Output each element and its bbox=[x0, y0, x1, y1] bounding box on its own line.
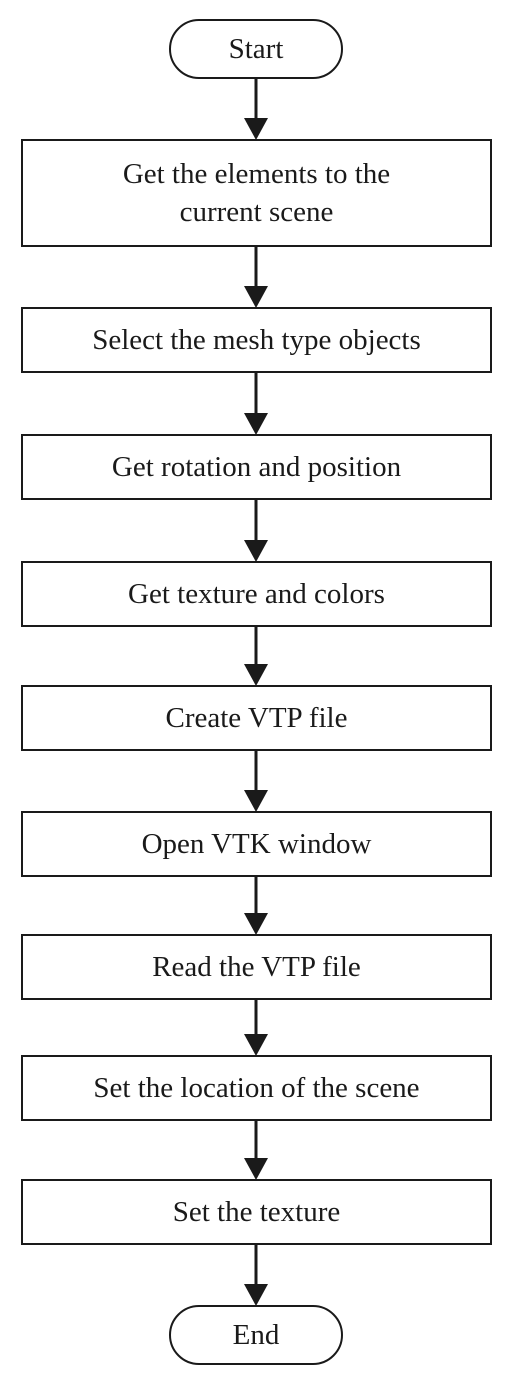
node-label: Set the texture bbox=[173, 1196, 341, 1228]
node-open-vtk: Open VTK window bbox=[21, 811, 492, 877]
process-box bbox=[21, 561, 492, 627]
node-label: Create VTP file bbox=[165, 702, 347, 734]
arrowhead-icon bbox=[244, 913, 268, 935]
arrow-start-to-get-elements bbox=[244, 78, 268, 140]
node-get-rotation: Get rotation and position bbox=[21, 434, 492, 500]
arrow-create-vtp-to-open-vtk bbox=[244, 750, 268, 812]
node-get-elements: Get the elements to the current scene bbox=[21, 139, 492, 247]
process-box bbox=[21, 1179, 492, 1245]
arrowhead-icon bbox=[244, 286, 268, 308]
node-set-texture: Set the texture bbox=[21, 1179, 492, 1245]
arrow-set-location-to-set-texture bbox=[244, 1120, 268, 1180]
flowchart-connectors bbox=[244, 78, 268, 1306]
node-read-vtp: Read the VTP file bbox=[21, 934, 492, 1000]
node-set-location: Set the location of the scene bbox=[21, 1055, 492, 1121]
node-label: Get the elements to the bbox=[123, 158, 390, 190]
node-label: Get rotation and position bbox=[112, 451, 402, 483]
process-box bbox=[21, 934, 492, 1000]
arrow-read-vtp-to-set-location bbox=[244, 999, 268, 1056]
node-create-vtp: Create VTP file bbox=[21, 685, 492, 751]
node-label: Set the location of the scene bbox=[93, 1072, 419, 1104]
node-label: End bbox=[233, 1319, 280, 1351]
arrowhead-icon bbox=[244, 790, 268, 812]
node-label: Open VTK window bbox=[142, 828, 372, 860]
arrow-open-vtk-to-read-vtp bbox=[244, 876, 268, 935]
process-box bbox=[21, 434, 492, 500]
node-get-texture-colors: Get texture and colors bbox=[21, 561, 492, 627]
arrow-get-rotation-to-get-texture-colors bbox=[244, 499, 268, 562]
node-label: Start bbox=[229, 33, 284, 65]
arrowhead-icon bbox=[244, 540, 268, 562]
arrowhead-icon bbox=[244, 1158, 268, 1180]
process-box bbox=[21, 139, 492, 247]
process-box bbox=[21, 685, 492, 751]
node-start: Start bbox=[169, 19, 343, 79]
arrow-get-elements-to-select-mesh bbox=[244, 246, 268, 308]
process-box bbox=[21, 307, 492, 373]
arrowhead-icon bbox=[244, 1034, 268, 1056]
node-select-mesh: Select the mesh type objects bbox=[21, 307, 492, 373]
node-end: End bbox=[169, 1305, 343, 1365]
arrow-get-texture-colors-to-create-vtp bbox=[244, 626, 268, 686]
terminal-shape bbox=[169, 19, 343, 79]
arrowhead-icon bbox=[244, 1284, 268, 1306]
node-label: Select the mesh type objects bbox=[92, 324, 421, 356]
node-label: current scene bbox=[180, 196, 334, 228]
arrowhead-icon bbox=[244, 118, 268, 140]
process-box bbox=[21, 1055, 492, 1121]
node-label: Get texture and colors bbox=[128, 578, 385, 610]
arrowhead-icon bbox=[244, 413, 268, 435]
node-label: Read the VTP file bbox=[152, 951, 361, 983]
terminal-shape bbox=[169, 1305, 343, 1365]
process-box bbox=[21, 811, 492, 877]
arrowhead-icon bbox=[244, 664, 268, 686]
arrow-set-texture-to-end bbox=[244, 1244, 268, 1306]
arrow-select-mesh-to-get-rotation bbox=[244, 372, 268, 435]
